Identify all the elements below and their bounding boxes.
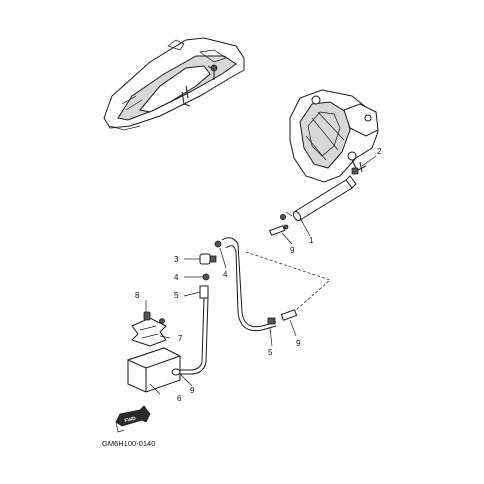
fwd-label: FWD xyxy=(124,416,137,425)
callout-1: 1 xyxy=(309,236,314,245)
part-4-clamp-upper xyxy=(214,240,222,248)
callout-9a: 9 xyxy=(290,246,295,255)
bolt-8 xyxy=(143,311,165,324)
hose-5-long xyxy=(221,237,277,332)
hose-1 xyxy=(279,175,357,222)
diagram-code: GM6H100-0140 xyxy=(102,439,155,448)
reference-lines xyxy=(245,251,331,311)
part-9-connector-lower xyxy=(267,309,298,325)
fwd-arrow-icon: FWD xyxy=(115,405,151,433)
callout-5b: 5 xyxy=(268,348,273,357)
leader-lines xyxy=(145,155,377,395)
callout-4a: 4 xyxy=(174,273,179,282)
callout-6: 6 xyxy=(177,394,182,403)
part-9-connector-upper xyxy=(269,224,289,236)
jet-pump-housing xyxy=(289,89,379,183)
part-2-fitting xyxy=(351,165,367,175)
callout-8: 8 xyxy=(135,291,140,300)
callout-2: 2 xyxy=(377,147,382,156)
callout-9c: 9 xyxy=(190,386,195,395)
callout-7: 7 xyxy=(178,334,183,343)
watercraft-overview xyxy=(103,37,245,131)
callout-3: 3 xyxy=(174,255,179,264)
callout-9b: 9 xyxy=(296,339,301,348)
fitting-group-3-4-5 xyxy=(176,253,217,375)
callout-5a: 5 xyxy=(174,291,179,300)
callout-4b: 4 xyxy=(223,270,228,279)
callout-labels: 1 2 3 4 4 5 5 6 7 8 9 9 9 xyxy=(135,147,382,403)
bracket-7 xyxy=(131,317,167,347)
box-6 xyxy=(126,347,182,393)
